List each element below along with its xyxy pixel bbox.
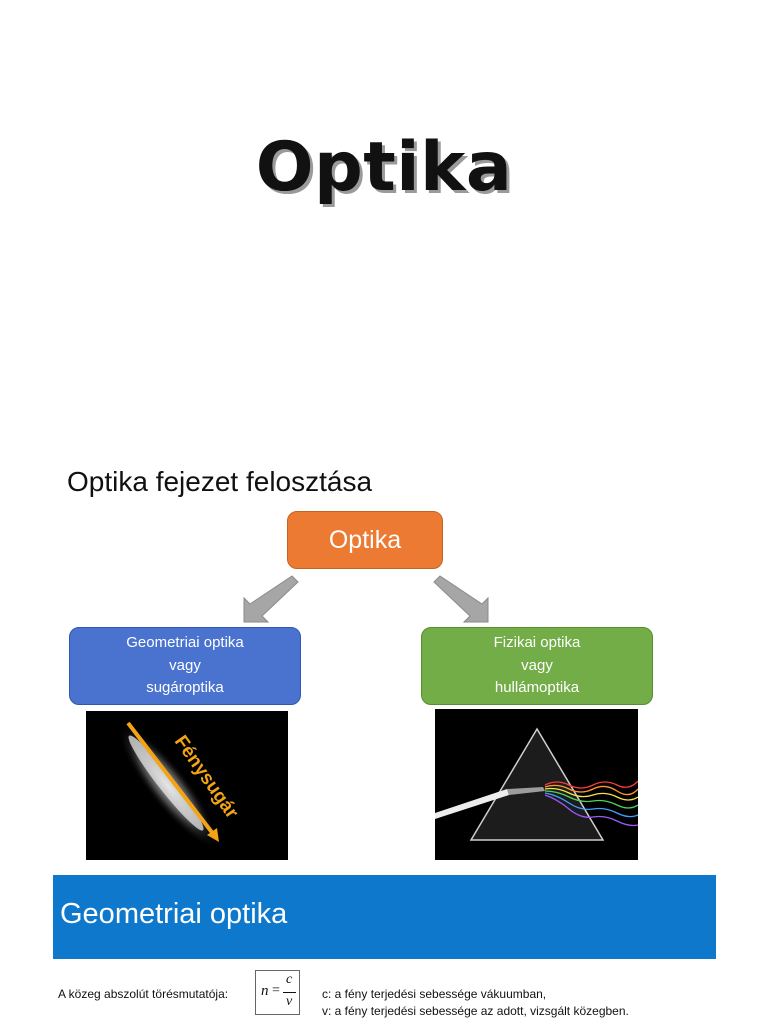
physical-optics-alt: hullámoptika [494,679,580,697]
section-heading: Optika fejezet felosztása [67,466,373,497]
geometric-optics-or: vagy [169,656,201,674]
banner-title: Geometriai optika [60,898,288,930]
light-ray-image: Fénysugár [86,711,288,860]
section-banner [53,875,716,959]
diagram-root-box: Optika [287,511,443,569]
geometric-optics-title: Geometriai optika [126,634,244,652]
arrow-down-left-icon [243,575,299,623]
prism-dispersion-image [435,709,639,860]
physical-optics-box: Fizikai optika vagy hullámoptika [421,627,653,705]
fraction-bar [283,992,296,993]
formula-equals: = [272,983,280,998]
document-title: Optika [255,128,513,207]
c-description: c: a fény terjedési sebessége vákuumban, [322,987,547,1001]
diagram-root-label: Optika [328,525,402,554]
geometric-optics-alt: sugároptika [146,679,224,697]
arrow-down-right-icon [433,575,489,623]
physical-optics-or: vagy [521,656,553,674]
formula-numerator: c [286,972,293,987]
refractive-index-label: A közeg abszolút törésmutatója: [58,987,229,1001]
formula-lhs: n [261,983,269,999]
physical-optics-title: Fizikai optika [493,634,581,652]
v-description: v: a fény terjedési sebessége az adott, … [322,1004,629,1018]
formula-denominator: v [286,994,293,1009]
formula-box: n = c v [255,970,300,1015]
geometric-optics-box: Geometriai optika vagy sugároptika [69,627,301,705]
